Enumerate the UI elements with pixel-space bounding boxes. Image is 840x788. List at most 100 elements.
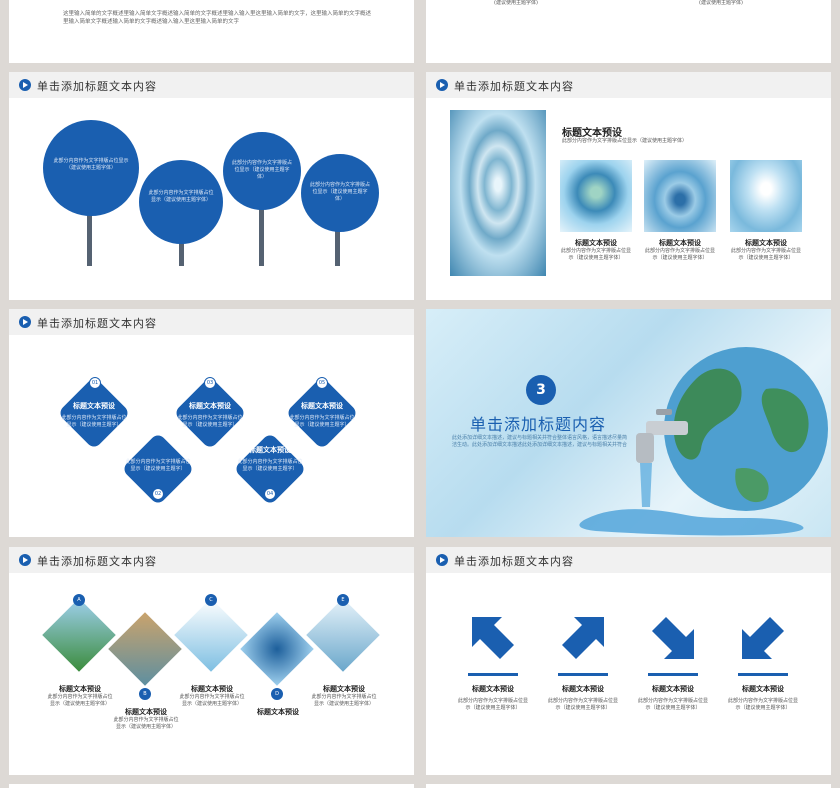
- item-text: 此部分内容作为文字排版占位显示（建议使用主题字体）: [644, 248, 715, 261]
- slide-bottom-left[interactable]: [9, 784, 414, 788]
- item-title: 标题文本预设: [323, 685, 365, 693]
- water-drop-photo: [644, 160, 716, 232]
- slide-header: 单击添加标题文本内容: [9, 309, 414, 335]
- play-icon: [436, 79, 448, 91]
- tree-trunk: [179, 222, 184, 266]
- header-title: 单击添加标题文本内容: [37, 555, 157, 568]
- item-title: 标题文本预设: [472, 685, 514, 693]
- header-title: 单击添加标题文本内容: [37, 80, 157, 93]
- header-title: 单击添加标题文本内容: [37, 317, 157, 330]
- step-text: 此部分内容作为文字排版占位显示（建议使用主题字）: [177, 415, 243, 428]
- item-title: 标题文本预设: [745, 239, 787, 247]
- faucet-handle: [656, 409, 672, 415]
- faucet-spout: [636, 433, 654, 463]
- slide-body-text: 这里输入简单的文字概述里输入简单文字概述输入简单的文字概述里输入输入里这里输入简…: [63, 11, 372, 25]
- step-text: 此部分内容作为文字排版占位显示（建议使用主题字）: [289, 415, 355, 428]
- slide-header: 单击添加标题文本内容: [426, 72, 831, 98]
- slide-caption: (建议使用主题字体): [699, 0, 743, 6]
- section-text: 此处添加详细文本描述，建议与标题相关并符合整体语言风格，语言描述尽量简洁生动。此…: [452, 435, 628, 448]
- step-content: 标题文本预设 此部分内容作为文字排版占位显示（建议使用主题字）: [177, 401, 243, 429]
- slide-section-cover[interactable]: 3 单击添加标题内容 此处添加详细文本描述，建议与标题相关并符合整体语言风格，语…: [426, 309, 831, 537]
- tree-text: 此部分内容作为文字排版占位显示（建议使用主题字体）: [53, 158, 129, 171]
- item-title: 标题文本预设: [59, 685, 101, 693]
- slide-header: 单击添加标题文本内容: [9, 72, 414, 98]
- item-title: 标题文本预设: [191, 685, 233, 693]
- item-text: 此部分内容作为文字排版占位显示（建议使用主题字体）: [730, 248, 801, 261]
- earth-continent: [735, 468, 769, 503]
- step-content: 此部分内容作为文字排版占位显示（建议使用主题字）: [125, 459, 191, 473]
- step-text: 此部分内容作为文字排版占位显示（建议使用主题字）: [61, 415, 127, 428]
- step-title: 标题文本预设: [189, 402, 231, 410]
- arrow-underline: [468, 673, 518, 676]
- water-ripple-photo: [450, 110, 546, 276]
- slide-caption: (建议使用主题字体): [494, 0, 538, 6]
- section-title: 单击添加标题内容: [470, 415, 607, 434]
- step-title: 标题文本预设: [73, 402, 115, 410]
- earth-faucet-illustration: [579, 347, 828, 536]
- step-number: 05: [316, 377, 328, 389]
- slide-water-photos[interactable]: 单击添加标题文本内容 标题文本预设 此部分内容作为文字排版占位显示（建议使用主题…: [426, 72, 831, 300]
- tree-trunk: [259, 202, 264, 266]
- step-text: 此部分内容作为文字排版占位显示（建议使用主题字）: [125, 459, 191, 472]
- slide-photo-diamonds[interactable]: 单击添加标题文本内容 A B C D E 标题文本预设 此部分内容作为文字排版占…: [9, 547, 414, 775]
- header-title: 单击添加标题文本内容: [454, 80, 574, 93]
- item-text: 此部分内容作为文字排版占位显示（建议使用主题字体）: [457, 698, 528, 711]
- step-number: 03: [204, 377, 216, 389]
- splash-photo: [730, 160, 802, 232]
- tree-circle: 此部分内容作为文字排版占位显示（建议使用主题字体）: [43, 120, 139, 216]
- photo-diamond-waterfall: [108, 612, 182, 686]
- step-content: 标题文本预设 此部分内容作为文字排版占位显示（建议使用主题字）: [61, 401, 127, 429]
- slide-arrows[interactable]: 单击添加标题文本内容 标题文本预设 此部分内容作为文字排版占位显示（建议使用主题…: [426, 547, 831, 775]
- arrow-down-right-icon: [652, 617, 694, 659]
- play-icon: [19, 554, 31, 566]
- step-content: 标题文本预设 此部分内容作为文字排版占位显示（建议使用主题字）: [289, 401, 355, 429]
- slide-header: 单击添加标题文本内容: [9, 547, 414, 573]
- tree-circle: 此部分内容作为文字排版占位显示（建议使用主题字体）: [139, 160, 223, 244]
- item-title: 标题文本预设: [652, 685, 694, 693]
- slide-top-left[interactable]: 这里输入简单的文字概述里输入简单文字概述输入简单的文字概述里输入输入里这里输入简…: [9, 0, 414, 63]
- item-title: 标题文本预设: [575, 239, 617, 247]
- item-title: 标题文本预设: [742, 685, 784, 693]
- tree-text: 此部分内容作为文字排版占位显示（建议使用主题字体）: [231, 160, 292, 180]
- earth-drop-photo: [560, 160, 632, 232]
- earth-continent: [673, 368, 742, 460]
- item-letter: A: [73, 594, 85, 606]
- item-title: 标题文本预设: [257, 708, 299, 716]
- water-stream: [640, 463, 652, 507]
- slide-diamond-steps[interactable]: 单击添加标题文本内容 01 标题文本预设 此部分内容作为文字排版占位显示（建议使…: [9, 309, 414, 537]
- tree-text: 此部分内容作为文字排版占位显示（建议使用主题字体）: [309, 182, 370, 202]
- water-puddle: [579, 509, 804, 536]
- item-title: 标题文本预设: [125, 708, 167, 716]
- step-content: 标题文本预设 此部分内容作为文字排版占位显示（建议使用主题字）: [237, 445, 303, 473]
- step-title: 标题文本预设: [249, 446, 291, 454]
- item-text: 此部分内容作为文字排版占位显示（建议使用主题字体）: [179, 694, 245, 707]
- slide-bottom-right[interactable]: [426, 784, 831, 788]
- photo-diamond-drop: [240, 612, 314, 686]
- item-text: 此部分内容作为文字排版占位显示（建议使用主题字体）: [637, 698, 708, 711]
- step-text: 此部分内容作为文字排版占位显示（建议使用主题字）: [237, 459, 303, 472]
- item-letter: C: [205, 594, 217, 606]
- item-text: 此部分内容作为文字排版占位显示（建议使用主题字体）: [311, 694, 377, 707]
- arrow-up-right-icon: [562, 617, 604, 659]
- section-number: 3: [536, 382, 546, 398]
- slide-tree-circles[interactable]: 单击添加标题文本内容 此部分内容作为文字排版占位显示（建议使用主题字体） 此部分…: [9, 72, 414, 300]
- arrow-underline: [738, 673, 788, 676]
- tree-trunk: [87, 202, 92, 266]
- play-icon: [19, 79, 31, 91]
- faucet-pipe: [646, 421, 688, 435]
- arrow-down-left-icon: [742, 617, 784, 659]
- tree-circle: 此部分内容作为文字排版占位显示（建议使用主题字体）: [301, 154, 379, 232]
- slide-header: 单击添加标题文本内容: [426, 547, 831, 573]
- item-text: 此部分内容作为文字排版占位显示（建议使用主题字体）: [547, 698, 618, 711]
- section-title: 标题文本预设: [562, 128, 622, 139]
- item-text: 此部分内容作为文字排版占位显示（建议使用主题字体）: [727, 698, 798, 711]
- step-title: 标题文本预设: [301, 402, 343, 410]
- item-letter: E: [337, 594, 349, 606]
- photo-diamond-splash: [174, 598, 248, 672]
- item-text: 此部分内容作为文字排版占位显示（建议使用主题字体）: [113, 717, 179, 730]
- arrow-underline: [558, 673, 608, 676]
- tree-circle: 此部分内容作为文字排版占位显示（建议使用主题字体）: [223, 132, 301, 210]
- item-title: 标题文本预设: [659, 239, 701, 247]
- play-icon: [436, 554, 448, 566]
- slide-top-right[interactable]: (建议使用主题字体) (建议使用主题字体): [426, 0, 831, 63]
